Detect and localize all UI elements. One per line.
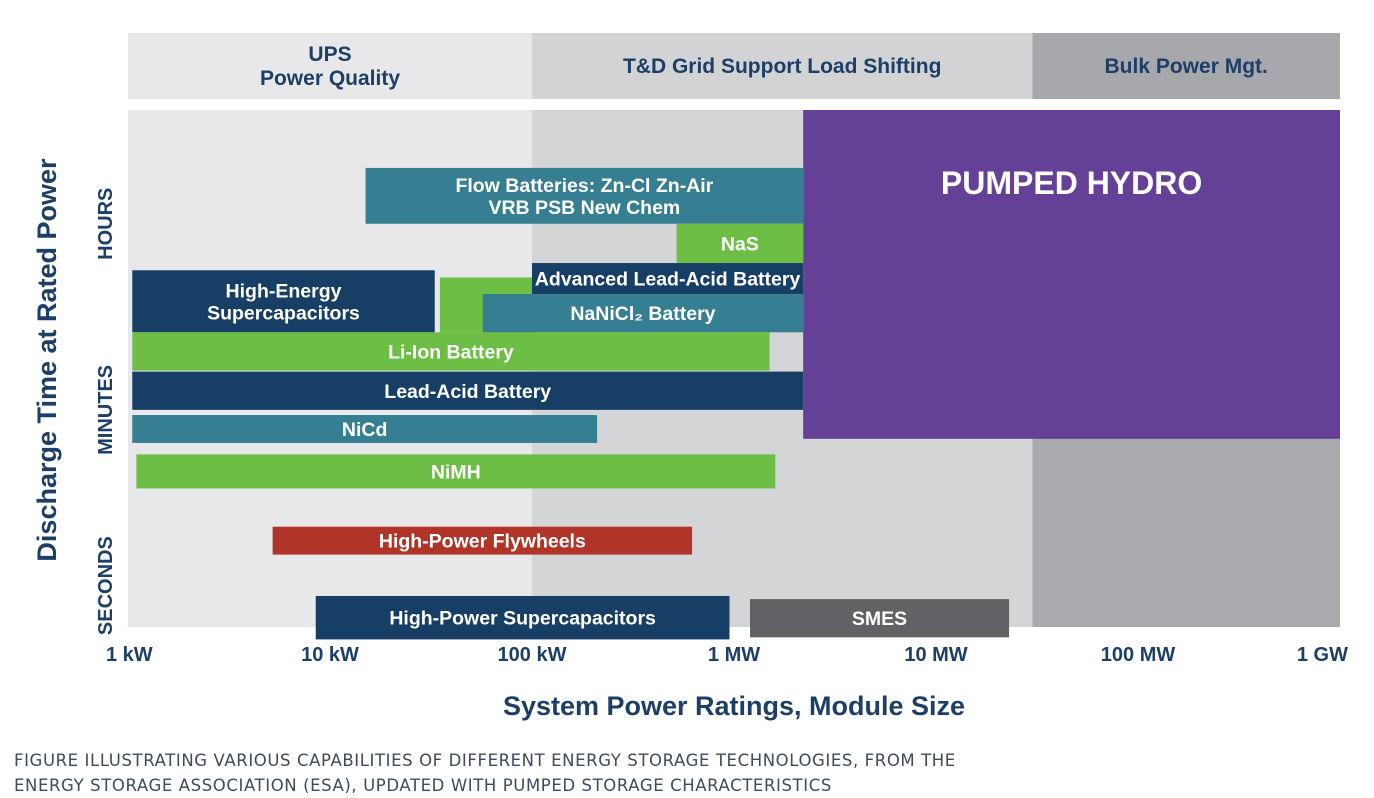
bar-pumped-hydro bbox=[803, 110, 1340, 439]
bar-high-power-flywheels bbox=[272, 526, 693, 555]
bar-nanicl-battery bbox=[482, 294, 804, 333]
x-tick-100-kw: 100 kW bbox=[498, 644, 567, 666]
x-tick-1-kw: 1 kW bbox=[106, 644, 153, 666]
bar-label-high-energy-2: Supercapacitors bbox=[207, 302, 360, 324]
bar-label-nas: NaS bbox=[721, 233, 759, 255]
bar-nas bbox=[676, 223, 804, 264]
bar-label-nimh: NiMH bbox=[431, 461, 481, 483]
bar-li-ion-battery bbox=[132, 332, 770, 371]
bar-high-power-supercapacitors bbox=[315, 595, 730, 640]
bar-label-high-energy-1: High-Energy bbox=[226, 280, 342, 302]
caption-line-2: ENERGY STORAGE ASSOCIATION (ESA), UPDATE… bbox=[14, 776, 832, 795]
band-header-2 bbox=[532, 33, 1033, 99]
bar-flow-batteries-zn-cl-zn-air bbox=[365, 167, 804, 224]
x-tick-1-gw: 1 GW bbox=[1297, 644, 1348, 666]
x-axis-title: System Power Ratings, Module Size bbox=[503, 691, 965, 721]
figure-caption: FIGURE ILLUSTRATING VARIOUS CAPABILITIES… bbox=[14, 748, 1114, 798]
bar-nimh bbox=[136, 454, 776, 489]
bar-lead-acid-battery bbox=[132, 371, 804, 410]
bar-advanced-lead-acid-battery bbox=[532, 263, 804, 295]
bar-nicd bbox=[132, 415, 598, 443]
bar-label-smes: SMES bbox=[852, 608, 907, 630]
band-label-3-1: Bulk Power Mgt. bbox=[1105, 55, 1268, 78]
bar-label-flow-batteries-zn-cl-zn-air-1: Flow Batteries: Zn-Cl Zn-Air bbox=[455, 175, 713, 197]
y-tick-seconds: SECONDS bbox=[95, 536, 117, 635]
x-tick-10-mw: 10 MW bbox=[904, 644, 967, 666]
bar-high-energy bbox=[132, 270, 435, 333]
band-label-1-2: Power Quality bbox=[260, 67, 400, 90]
x-tick-100-mw: 100 MW bbox=[1101, 644, 1176, 666]
bar-label-lead-acid-battery: Lead-Acid Battery bbox=[384, 381, 551, 403]
bar-label-nanicl-battery: NaNiCl₂ Battery bbox=[570, 303, 715, 325]
caption-line-1: FIGURE ILLUSTRATING VARIOUS CAPABILITIES… bbox=[14, 751, 956, 770]
band-label-1-1: UPS bbox=[308, 43, 351, 66]
bar-label-flow-batteries-zn-cl-zn-air-2: VRB PSB New Chem bbox=[488, 197, 680, 219]
x-tick-1-mw: 1 MW bbox=[708, 644, 760, 666]
bar-label-pumped-hydro: PUMPED HYDRO bbox=[941, 165, 1202, 201]
bar-label-nicd: NiCd bbox=[342, 419, 388, 441]
y-axis-title: Discharge Time at Rated Power bbox=[32, 158, 62, 562]
bar-label-advanced-lead-acid-battery: Advanced Lead-Acid Battery bbox=[535, 269, 801, 291]
band-header-3 bbox=[1032, 33, 1340, 99]
band-label-2-1: T&D Grid Support Load Shifting bbox=[623, 55, 941, 78]
bar-smes bbox=[749, 599, 1010, 638]
band-header-1 bbox=[128, 33, 532, 99]
bar-label-high-power-supercapacitors: High-Power Supercapacitors bbox=[389, 608, 656, 630]
y-tick-hours: HOURS bbox=[95, 188, 117, 260]
bar-label-high-power-flywheels: High-Power Flywheels bbox=[379, 531, 586, 553]
y-tick-minutes: MINUTES bbox=[95, 365, 117, 455]
bar-label-li-ion-battery: Li-Ion Battery bbox=[388, 341, 514, 363]
x-tick-10-kw: 10 kW bbox=[301, 644, 359, 666]
